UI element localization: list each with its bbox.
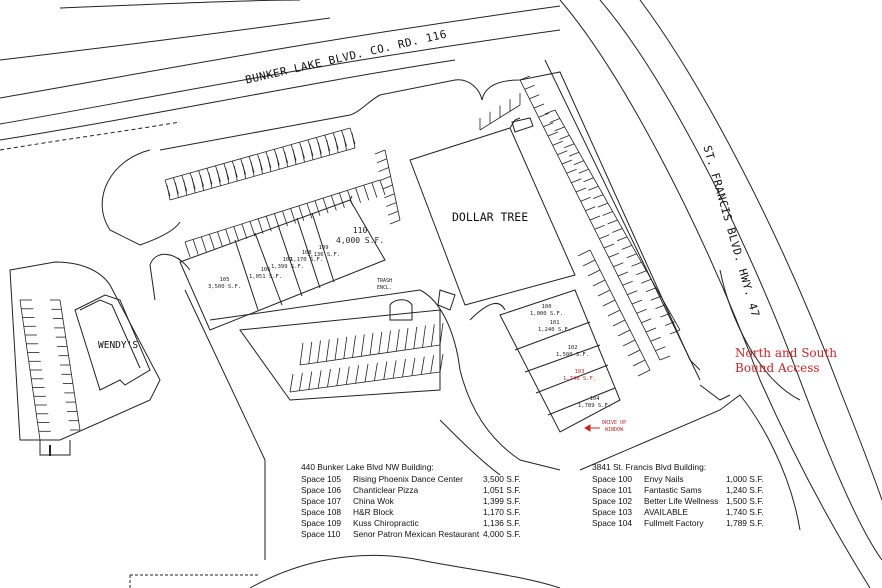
size-cell: 3,500 S.F. [483, 474, 521, 484]
tenant-cell: Fullmelt Factory [644, 518, 704, 528]
space-cell: Space 105 [301, 474, 342, 484]
parking-stalls [19, 75, 681, 441]
bunker-lake-tenant-table: 440 Bunker Lake Blvd NW Building: Space … [301, 462, 543, 540]
lot-outline [9, 59, 801, 588]
table-row: Space 108 H&R Block 1,170 S.F. [301, 507, 543, 518]
wendys-label: WENDY'S [98, 340, 139, 351]
tenant-cell: AVAILABLE [644, 507, 688, 517]
bunker-strip-building [177, 195, 386, 331]
space-cell: Space 108 [301, 507, 342, 517]
drive-up-arrowhead [584, 424, 591, 432]
space-cell: Space 103 [592, 507, 633, 517]
size-cell: 1,740 S.F. [726, 507, 764, 517]
size-cell: 1,240 S.F. [726, 485, 764, 495]
wendys-building [74, 294, 151, 391]
tenant-cell: Rising Phoenix Dance Center [353, 474, 463, 484]
size-cell: 1,789 S.F. [726, 518, 764, 528]
bunker-lake-table-title: 440 Bunker Lake Blvd NW Building: [301, 462, 434, 472]
tenant-cell: China Wok [353, 496, 394, 506]
size-cell: 1,399 S.F. [483, 496, 521, 506]
space-cell: Space 104 [592, 518, 633, 528]
tenant-cell: Chanticlear Pizza [353, 485, 419, 495]
space-cell: Space 106 [301, 485, 342, 495]
table-row: Space 109 Kuss Chiropractic 1,136 S.F. [301, 518, 543, 529]
table-row: Space 103 AVAILABLE 1,740 S.F. [592, 507, 786, 518]
st-francis-table-title: 3841 St. Francis Blvd Building: [592, 462, 707, 472]
table-row: Space 105 Rising Phoenix Dance Center 3,50… [301, 474, 543, 485]
table-row: Space 100 Envy Nails 1,000 S.F. [592, 474, 786, 485]
size-cell: 1,500 S.F. [726, 496, 764, 506]
tenant-cell: H&R Block [353, 507, 394, 517]
table-row: Space 104 Fullmelt Factory 1,789 S.F. [592, 518, 786, 529]
drive-up-label: DRIVE UP WINDOW [602, 420, 627, 433]
tenant-cell: Better Life Wellness [644, 496, 719, 506]
size-cell: 1,170 S.F. [483, 507, 521, 517]
bunker-lake-table-rows: Space 105 Rising Phoenix Dance Center 3,50… [301, 474, 543, 540]
dollar-tree-label: DOLLAR TREE [452, 210, 529, 224]
space-cell: Space 110 [301, 529, 341, 539]
table-row: Space 101 Fantastic Sams 1,240 S.F. [592, 485, 786, 496]
access-note-line-1: North and South [735, 346, 837, 360]
st-francis-road [559, 0, 882, 588]
size-cell: 4,000 S.F. [483, 529, 521, 539]
trash-label: TRASH ENCL. [377, 278, 393, 291]
space-cell: Space 101 [592, 485, 633, 495]
st-francis-table-rows: Space 100 Envy Nails 1,000 S.F. Space 101 Fa… [592, 474, 786, 529]
table-row: Space 102 Better Life Wellness 1,500 S.F. [592, 496, 786, 507]
trash-enclosure [389, 299, 413, 321]
tenant-cell: Envy Nails [644, 474, 684, 484]
space-cell: Space 102 [592, 496, 633, 506]
space-cell: Space 109 [301, 518, 342, 528]
table-row: Space 106 Chanticlear Pizza 1,051 S.F. [301, 485, 543, 496]
francis-strip-building [499, 289, 621, 433]
table-row: Space 110 Senor Patron Mexican Restaurant… [301, 529, 543, 540]
dollar-tree-building [409, 117, 576, 311]
space-cell: Space 100 [592, 474, 633, 484]
size-cell: 1,051 S.F. [483, 485, 521, 495]
access-note: North and South Bound Access [735, 346, 837, 376]
size-cell: 1,136 S.F. [483, 518, 521, 528]
table-row: Space 107 China Wok 1,399 S.F. [301, 496, 543, 507]
bunker-lake-road [0, 0, 561, 151]
st-francis-tenant-table: 3841 St. Francis Blvd Building: Space 10… [592, 462, 786, 529]
space-cell: Space 107 [301, 496, 342, 506]
tenant-cell: Fantastic Sams [644, 485, 702, 495]
access-note-line-2: Bound Access [735, 361, 820, 375]
size-cell: 1,000 S.F. [726, 474, 764, 484]
tenant-cell: Kuss Chiropractic [353, 518, 419, 528]
tenant-cell: Senor Patron Mexican Restaurant [353, 529, 480, 539]
